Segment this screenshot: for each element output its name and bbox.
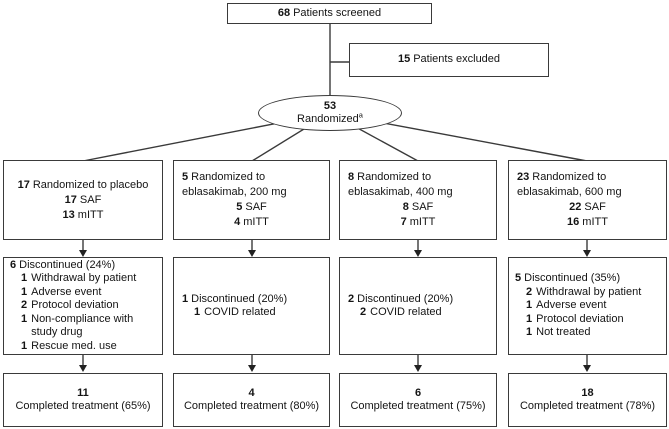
completed-label: Completed treatment (75%) xyxy=(350,400,486,412)
excluded-count: 15 xyxy=(397,53,411,66)
randomized-count: 53 xyxy=(323,100,337,112)
completed-count: 18 xyxy=(581,386,594,399)
completed-box-600: 18 Completed treatment (78%) xyxy=(508,373,667,427)
arrowhead-down-icon xyxy=(248,250,256,257)
arrowhead-down-icon xyxy=(414,250,422,257)
completed-label: Completed treatment (65%) xyxy=(15,400,151,412)
completed-count: 11 xyxy=(77,386,89,399)
arrowhead-down-icon xyxy=(79,365,87,372)
arrowhead-down-icon xyxy=(414,365,422,372)
arrowhead-down-icon xyxy=(583,365,591,372)
randomized-label: Randomizeda xyxy=(297,110,363,125)
completed-label: Completed treatment (78%) xyxy=(519,400,656,412)
completed-count: 6 xyxy=(414,386,422,399)
completed-count: 4 xyxy=(248,386,255,399)
randomized-ellipse: 53 Randomizeda xyxy=(258,95,402,131)
arrowhead-down-icon xyxy=(79,250,87,257)
completed-label: Completed treatment (80%) xyxy=(183,400,320,412)
screened-count: 68 xyxy=(277,6,291,19)
completed-box-200: 4 Completed treatment (80%) xyxy=(173,373,330,427)
arrowhead-down-icon xyxy=(248,365,256,372)
completed-box-placebo: 11 Completed treatment (65%) xyxy=(3,373,163,427)
footnote-marker: a xyxy=(358,110,363,120)
arrowhead-down-icon xyxy=(583,250,591,257)
completed-box-400: 6 Completed treatment (75%) xyxy=(339,373,497,427)
